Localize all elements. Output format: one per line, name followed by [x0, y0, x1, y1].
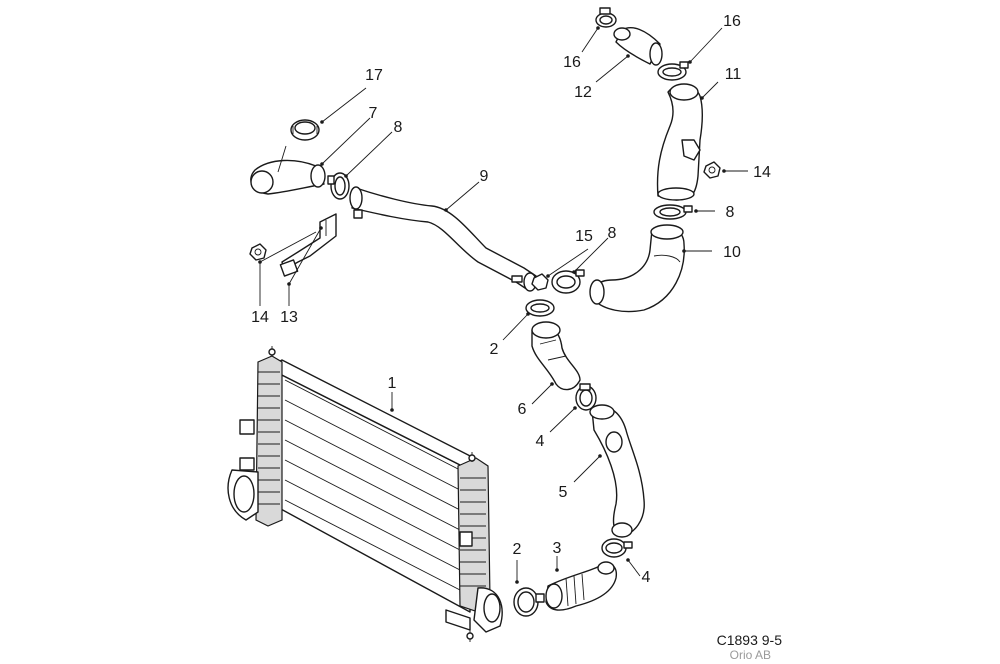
callout-3: 3 — [553, 540, 562, 557]
hose-part-3 — [545, 561, 617, 611]
clamp-part-4-upper — [575, 383, 597, 411]
clamp-part-2-lower — [513, 587, 545, 617]
callout-8-right: 8 — [726, 204, 735, 221]
callout-10: 10 — [723, 244, 741, 261]
callout-7: 7 — [369, 105, 378, 122]
elbow-hose-part-7 — [250, 159, 326, 195]
clamp-part-8-middle — [551, 269, 585, 294]
callout-5: 5 — [559, 484, 568, 501]
pipe-part-11 — [656, 83, 703, 201]
callout-12: 12 — [574, 84, 592, 101]
bracket-part-13 — [279, 213, 337, 277]
clamp-part-17 — [290, 119, 320, 141]
callout-2-upper: 2 — [490, 341, 499, 358]
nut-part-14-right — [703, 161, 721, 179]
fitting-part-15 — [531, 273, 549, 291]
clamp-part-16-left — [595, 7, 617, 28]
callout-4-upper: 4 — [536, 433, 545, 450]
owner-label: Orio AB — [730, 648, 771, 662]
nut-part-14-left — [249, 243, 267, 261]
callout-16-right: 16 — [723, 13, 741, 30]
figure-code: C1893 9-5 — [717, 632, 783, 648]
callout-8-left: 8 — [394, 119, 403, 136]
callout-1: 1 — [388, 375, 397, 392]
callout-15: 15 — [575, 228, 593, 245]
callout-4-lower: 4 — [642, 569, 651, 586]
callout-13: 13 — [280, 309, 298, 326]
clamp-part-8-right — [653, 204, 693, 220]
callout-14-left: 14 — [251, 309, 269, 326]
core-fins — [284, 379, 461, 591]
clamp-part-2-upper — [525, 299, 555, 317]
callout-2-lower: 2 — [513, 541, 522, 558]
callout-8-middle: 8 — [608, 225, 617, 242]
callout-11: 11 — [725, 66, 742, 83]
clamp-part-16-right — [657, 61, 689, 81]
hose-part-6 — [531, 321, 581, 391]
charge-pipe-part-9 — [349, 186, 537, 292]
hose-part-12 — [613, 26, 663, 66]
callout-9: 9 — [480, 168, 489, 185]
callout-14-right: 14 — [753, 164, 771, 181]
clamp-part-4-lower — [601, 538, 633, 558]
callout-17: 17 — [365, 67, 383, 84]
callout-16-left: 16 — [563, 54, 581, 71]
callout-6: 6 — [518, 401, 527, 418]
leader-lines — [258, 26, 748, 584]
intercooler-part-1 — [227, 346, 503, 642]
hose-part-10 — [589, 224, 685, 313]
part-callouts: 1 2 2 3 4 4 5 6 7 8 8 8 9 10 11 12 13 14… — [251, 13, 771, 586]
hose-part-5 — [589, 404, 645, 538]
clamp-part-8-left — [327, 172, 350, 200]
